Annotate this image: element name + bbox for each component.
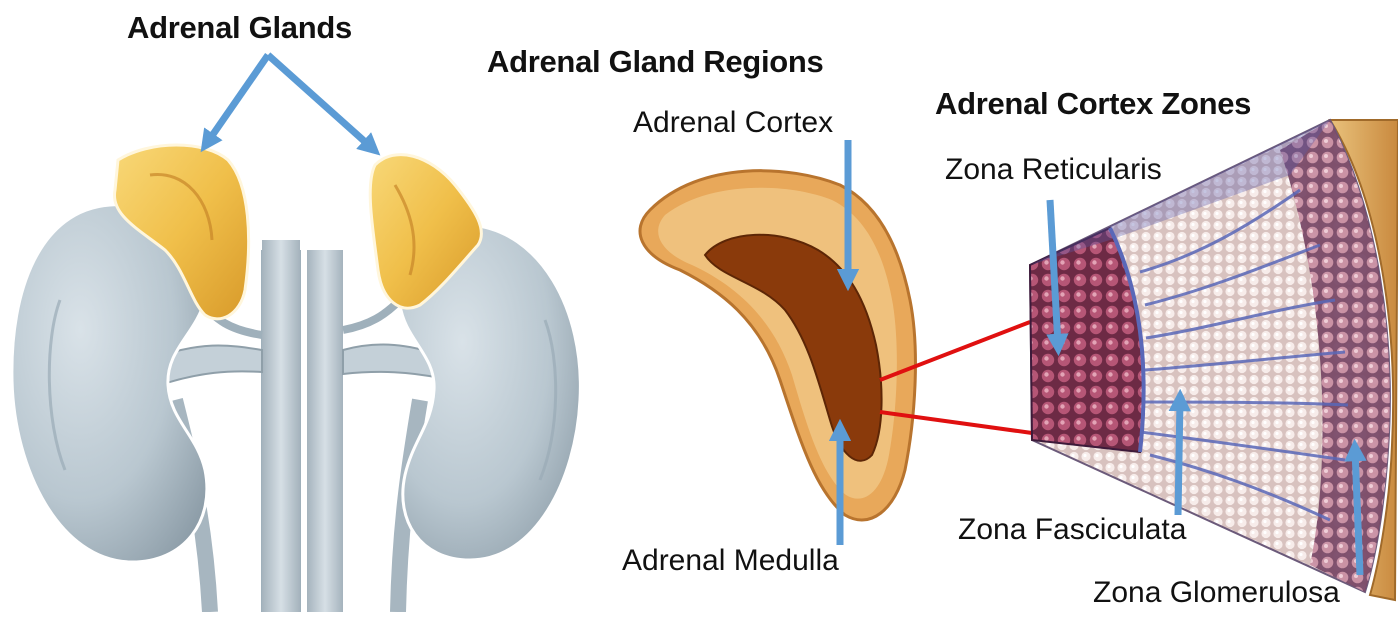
gland-cross-section [640, 171, 915, 520]
vena-cava [307, 250, 343, 612]
title-cortex-zones: Adrenal Cortex Zones [935, 88, 1251, 119]
arrow-left-gland [207, 55, 268, 143]
glands-arrows [207, 55, 372, 148]
aorta [262, 240, 300, 612]
label-adrenal-cortex: Adrenal Cortex [633, 108, 833, 138]
arrow-right-gland [268, 55, 372, 148]
label-zona-glomerulosa: Zona Glomerulosa [1093, 578, 1340, 608]
arrow-fasciculata [1178, 400, 1180, 515]
label-zona-fasciculata: Zona Fasciculata [958, 515, 1186, 545]
label-adrenal-medulla: Adrenal Medulla [622, 546, 839, 576]
arrow-glomerulosa [1355, 450, 1360, 575]
label-zona-reticularis: Zona Reticularis [945, 155, 1162, 185]
title-adrenal-glands: Adrenal Glands [127, 12, 352, 43]
title-gland-regions: Adrenal Gland Regions [487, 46, 823, 77]
kidneys-illustration [12, 145, 580, 612]
